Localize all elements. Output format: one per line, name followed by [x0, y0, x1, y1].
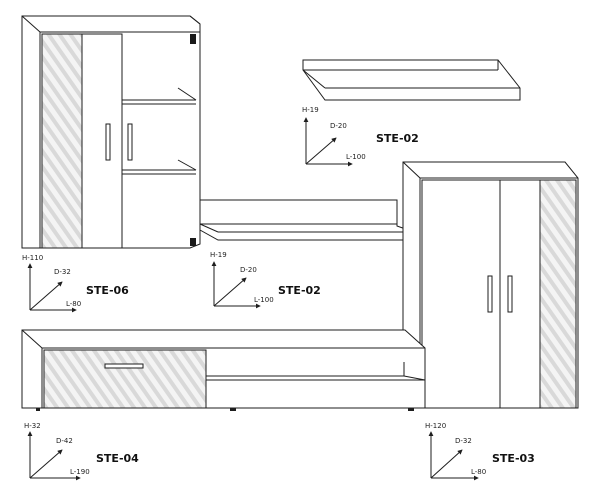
- door-handle: [127, 123, 133, 161]
- module-code: STE-02: [278, 284, 321, 297]
- foot: [36, 408, 40, 411]
- drawer-handle: [104, 363, 144, 369]
- depth-label: D-32: [455, 437, 472, 445]
- module-code: STE-02: [376, 132, 419, 145]
- length-label: L-100: [346, 153, 366, 161]
- length-label: L-190: [70, 468, 90, 476]
- wardrobe-door-left: [421, 179, 501, 409]
- depth-label: D-20: [240, 266, 257, 274]
- module-code: STE-06: [86, 284, 129, 297]
- dimension-axes-ste06: H-110 D-32 L-80 STE-06: [22, 254, 129, 313]
- foot: [408, 408, 414, 411]
- height-label: H-19: [302, 106, 319, 114]
- glass-side-panel: [41, 33, 83, 249]
- depth-label: D-32: [54, 268, 71, 276]
- height-label: H-32: [24, 422, 41, 430]
- depth-label: D-42: [56, 437, 73, 445]
- wardrobe-door-right: [499, 179, 541, 409]
- module-code: STE-04: [96, 452, 139, 465]
- depth-label: D-20: [330, 122, 347, 130]
- door-handle: [507, 275, 513, 313]
- wardrobe-ste03: [402, 161, 579, 409]
- door-handle: [487, 275, 493, 313]
- cabinet-door: [81, 33, 123, 249]
- height-label: H-19: [210, 251, 227, 259]
- dimension-axes-ste03: H-120 D-32 L-80 STE-03: [425, 422, 535, 481]
- hinge: [190, 238, 196, 246]
- length-label: L-80: [471, 468, 486, 476]
- dimension-axes-ste04: H-32 D-42 L-190 STE-04: [24, 422, 139, 481]
- drawer-front: [43, 349, 207, 409]
- length-label: L-80: [66, 300, 81, 308]
- shelf-ste02-middle: [199, 199, 415, 241]
- glass-side-panel: [539, 179, 577, 409]
- module-code: STE-03: [492, 452, 535, 465]
- dimension-axes-ste02-middle: H-19 D-20 L-100 STE-02: [210, 251, 321, 309]
- height-label: H-120: [425, 422, 446, 430]
- door-handle: [105, 123, 111, 161]
- height-label: H-110: [22, 254, 43, 262]
- dimension-axes-ste02-upper: H-19 D-20 L-100 STE-02: [302, 106, 419, 167]
- hinge: [190, 34, 196, 44]
- foot: [230, 408, 236, 411]
- cabinet-ste06: [21, 15, 201, 249]
- tv-unit-ste04: [21, 329, 426, 411]
- length-label: L-100: [254, 296, 274, 304]
- shelf-ste02-upper: [302, 59, 521, 101]
